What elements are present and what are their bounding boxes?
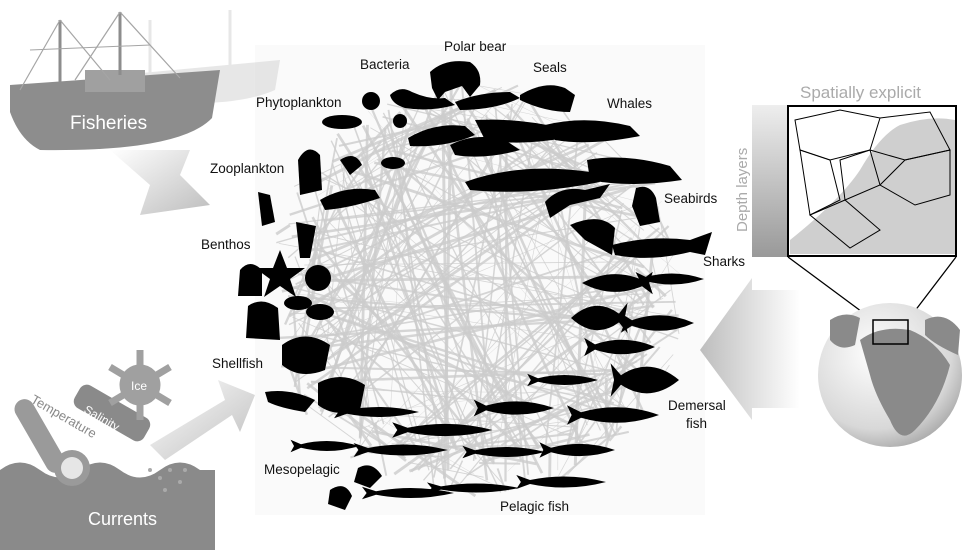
currents-label: Currents [88, 509, 157, 529]
seals-label: Seals [533, 60, 567, 75]
depth-layers-bar [752, 105, 788, 257]
food-web-link [479, 463, 520, 464]
ice-label: Ice [131, 379, 147, 393]
sea-urchin-silhouette [305, 265, 331, 291]
phytoplankton-silhouette [322, 115, 362, 129]
benthos-label: Benthos [201, 237, 251, 252]
fisheries-label: Fisheries [70, 113, 147, 134]
shellfish-label: Shellfish [212, 356, 263, 371]
mesopelagic-label: Mesopelagic [264, 462, 340, 477]
phytoplankton-label: Phytoplankton [256, 95, 342, 110]
coral-silhouette [238, 264, 262, 296]
zooplankton-label: Zooplankton [210, 161, 284, 176]
clam-silhouette [306, 304, 334, 320]
spatially-explicit-label: Spatially explicit [800, 83, 921, 102]
bacteria-silhouette [362, 92, 380, 110]
depth-layers-label: Depth layers [734, 148, 751, 232]
phytoplankton-cell [393, 114, 407, 128]
polar-bear-label: Polar bear [444, 39, 507, 54]
sharks-label: Sharks [703, 254, 745, 269]
whales-label: Whales [607, 96, 652, 111]
bacteria-label: Bacteria [360, 57, 410, 72]
demersal-fish-label-line2: fish [686, 416, 707, 431]
demersal-fish-label-line1: Demersal [668, 398, 726, 413]
currents-waves [0, 463, 215, 550]
environment-arrow [150, 380, 255, 460]
sponge-silhouette [246, 301, 280, 340]
king-crab-silhouette [318, 377, 365, 413]
seabirds-label: Seabirds [664, 191, 718, 206]
copepod-silhouette [381, 157, 405, 169]
pelagic-fish-label: Pelagic fish [500, 499, 569, 514]
jellyfish-silhouette [298, 150, 322, 195]
mussel-silhouette [284, 296, 312, 310]
fisheries-arrow [110, 150, 210, 215]
crab-silhouette [282, 337, 330, 375]
